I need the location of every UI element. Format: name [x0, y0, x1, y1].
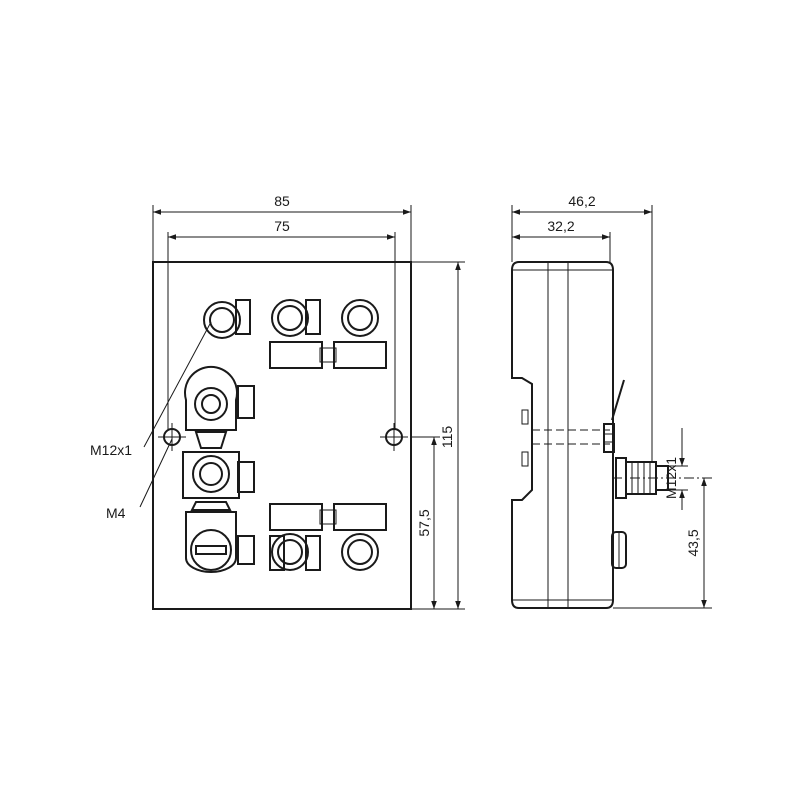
side-view: 46,2 32,2 M12x1 43,5: [511, 193, 712, 609]
dimension-depth-body: 32,2: [512, 218, 611, 262]
dimension-label-115: 115: [439, 426, 455, 449]
m12-socket-bottom-middle: [271, 533, 321, 571]
dimension-height-connector: 43,5: [612, 477, 712, 609]
label-m4: M4: [106, 505, 126, 521]
front-view: 85 75 115 57,5: [90, 193, 465, 610]
leader-m4: [139, 438, 173, 508]
side-cap: [611, 531, 627, 569]
m12-socket-top-middle: [271, 299, 321, 337]
dimension-label-57-5: 57,5: [416, 509, 432, 536]
side-housing: [511, 261, 614, 609]
connector-cap-bottom-left: [185, 501, 255, 573]
leader-m12x1: [143, 321, 212, 448]
label-block-bottom: [269, 503, 387, 531]
dimension-width-holes: 75: [167, 218, 396, 430]
dimension-label-75: 75: [274, 218, 290, 234]
side-screw: [603, 379, 625, 453]
m12-socket-middle-left: [182, 451, 255, 499]
dimension-height-hole: 57,5: [411, 436, 440, 609]
side-m12-connector: [615, 457, 669, 499]
front-housing: [152, 261, 412, 610]
dimension-width-outer: 85: [152, 193, 412, 262]
dimension-height-total: 115: [411, 261, 465, 610]
dimension-depth-total: 46,2: [511, 193, 653, 462]
m12-socket-bottom-right: [269, 533, 379, 571]
dimension-label-85: 85: [274, 193, 290, 209]
dimension-thread: M12x1: [663, 428, 688, 510]
dimension-label-46-2: 46,2: [568, 193, 595, 209]
mounting-hole-right: [380, 423, 408, 451]
m12-socket-top-left: [203, 299, 251, 339]
label-block-top: [269, 341, 387, 369]
dimension-label-32-2: 32,2: [547, 218, 574, 234]
mounting-hole-left: [158, 423, 186, 451]
cable-gland-upper: [184, 365, 255, 449]
m12-socket-top-right: [341, 299, 379, 337]
label-m12x1: M12x1: [90, 442, 132, 458]
dimension-label-43-5: 43,5: [685, 529, 701, 556]
